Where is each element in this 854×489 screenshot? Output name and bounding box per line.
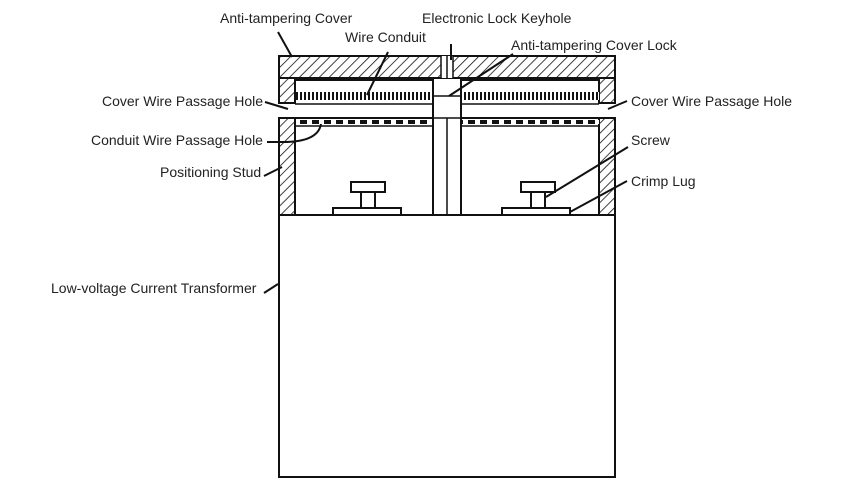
label-positioning-stud: Positioning Stud (160, 164, 261, 180)
leader-anti-tampering-cover (277, 31, 293, 58)
current-transformer-body (278, 214, 616, 478)
right-crimp-lug (501, 207, 571, 216)
leader-cover-wire-passage-hole-left (264, 101, 289, 110)
label-anti-tampering-cover-lock: Anti-tampering Cover Lock (511, 37, 678, 53)
anti-tampering-cover-lock (432, 77, 462, 216)
right-terminal (501, 181, 571, 216)
leader-low-voltage-current-transformer (263, 283, 279, 294)
right-screw-shank (530, 191, 546, 209)
label-low-voltage-current-transformer: Low-voltage Current Transformer (51, 280, 257, 296)
leader-wire-conduit (366, 51, 389, 96)
label-anti-tampering-cover: Anti-tampering Cover (220, 10, 353, 26)
left-screw-shank (360, 191, 376, 209)
electronic-lock-keyhole (440, 56, 454, 78)
leader-screw (545, 146, 629, 198)
leader-lines (263, 31, 629, 294)
conduit-wire-passage-holes-right (462, 120, 599, 124)
left-screw-head (350, 181, 386, 193)
leader-anti-tampering-cover-lock (448, 53, 514, 97)
leader-crimp-lug (569, 180, 628, 213)
left-terminal (332, 181, 402, 216)
label-cover-wire-passage-hole-left: Cover Wire Passage Hole (102, 93, 263, 109)
label-crimp-lug: Crimp Lug (631, 173, 696, 189)
leader-cover-wire-passage-hole-right (607, 100, 628, 110)
leader-conduit-wire-passage-hole (267, 123, 322, 143)
label-cover-wire-passage-hole-right: Cover Wire Passage Hole (631, 93, 792, 109)
label-screw: Screw (631, 132, 671, 148)
label-wire-conduit: Wire Conduit (345, 29, 426, 45)
leader-positioning-stud (263, 166, 283, 177)
labels: Anti-tampering Cover Electronic Lock Key… (51, 10, 792, 296)
label-electronic-lock-keyhole: Electronic Lock Keyhole (422, 10, 572, 26)
right-screw-head (520, 181, 556, 193)
conduit-wire-passage-holes-left (296, 120, 432, 124)
label-conduit-wire-passage-hole: Conduit Wire Passage Hole (91, 132, 263, 148)
left-crimp-lug (332, 207, 402, 216)
